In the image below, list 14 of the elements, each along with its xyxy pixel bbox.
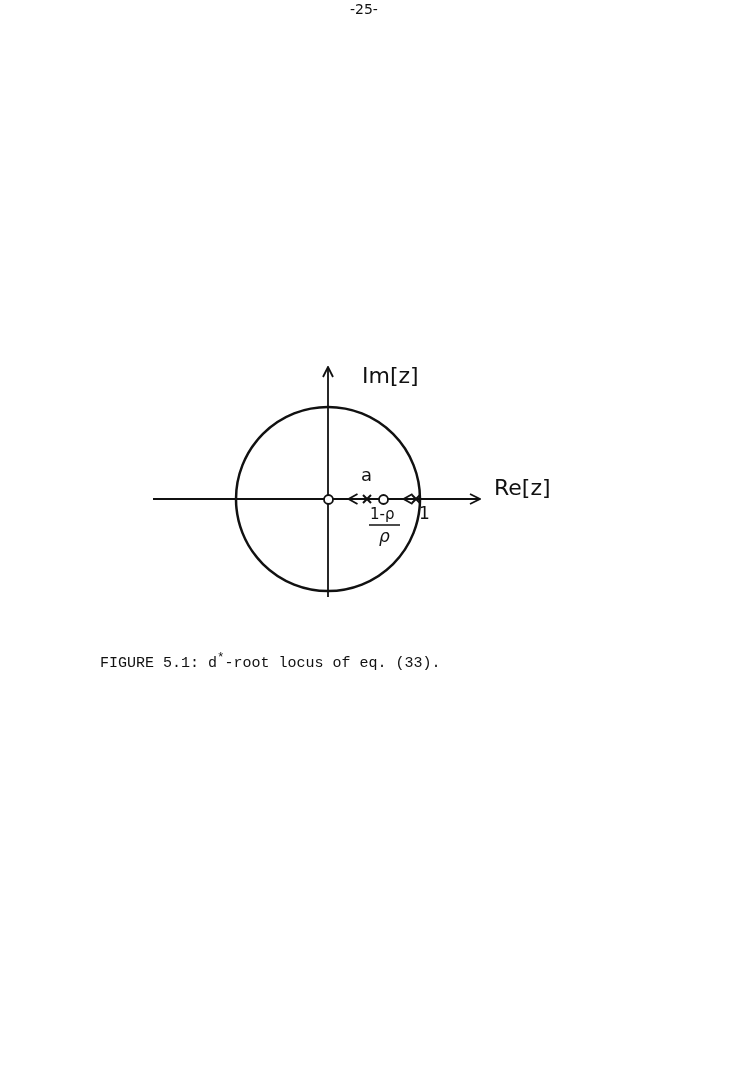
figure-caption: FIGURE 5.1: d$^{*}$-root locus of eq. (33). (100, 652, 441, 671)
fraction-denominator: ρ (379, 528, 390, 545)
imaginary-axis-label: Im[z] (362, 365, 419, 387)
locus-arrow (387, 493, 414, 505)
zero-marker (377, 493, 389, 505)
pole-marker (362, 494, 372, 504)
marker-label: 1 (419, 505, 430, 522)
pole-marker (411, 494, 421, 504)
marker-label: a (361, 466, 373, 484)
real-axis-label: Re[z] (494, 477, 551, 499)
zero-marker (322, 493, 334, 505)
fraction-numerator: 1-ρ (370, 507, 395, 522)
locus-arrow (332, 493, 363, 505)
page-number: -25- (350, 2, 378, 16)
